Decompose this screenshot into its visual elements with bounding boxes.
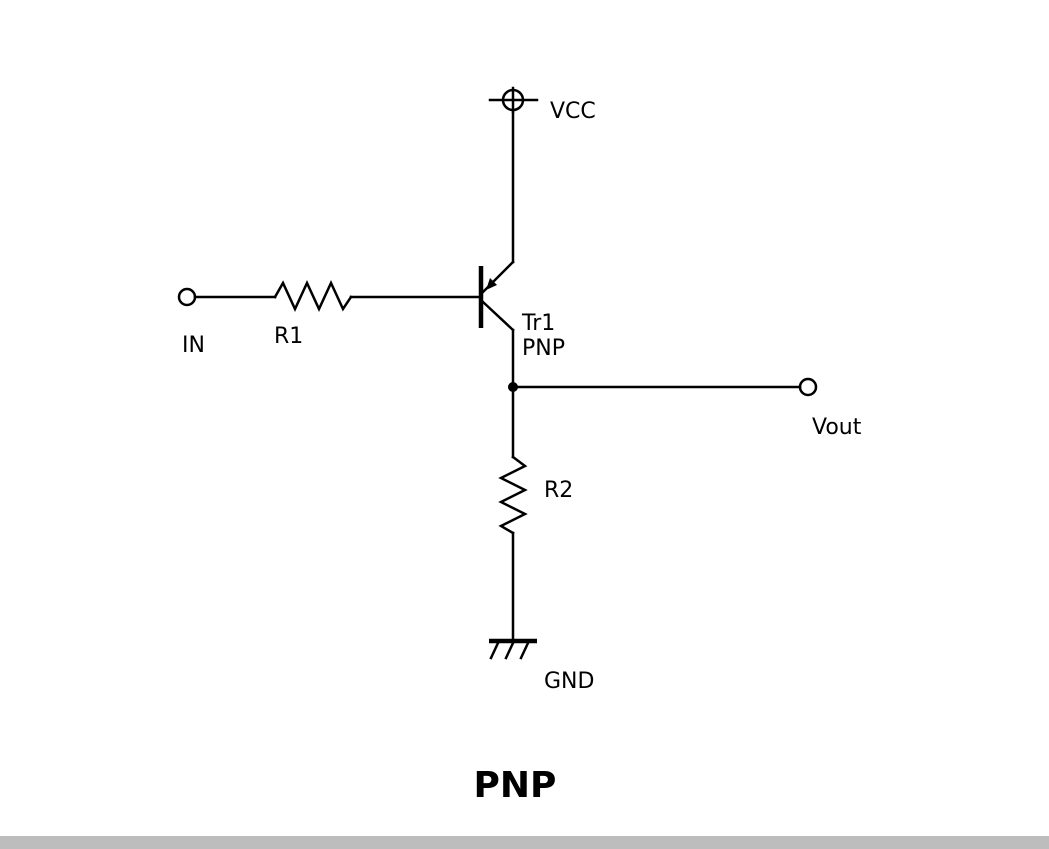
resistor-r2 [498, 455, 528, 535]
ground-icon [489, 638, 537, 660]
vcc-label: VCC [550, 99, 596, 124]
diagram-title: PNP [474, 765, 557, 806]
bottom-bar [0, 836, 1049, 849]
resistor-r1 [273, 280, 353, 312]
ground-label: GND [544, 669, 594, 694]
transistor-tr1 [478, 260, 515, 332]
emitter-arrow-icon [486, 278, 497, 290]
transistor-collector [481, 300, 515, 332]
r2-label: R2 [544, 478, 573, 503]
input-label: IN [182, 333, 205, 358]
transistor-type-label: PNP [522, 336, 565, 361]
transistor-ref-label: Tr1 [521, 311, 555, 336]
output-terminal [798, 377, 818, 397]
vcc-symbol [488, 86, 539, 114]
output-label: Vout [812, 415, 862, 440]
input-terminal [177, 287, 197, 307]
r1-label: R1 [274, 324, 303, 349]
